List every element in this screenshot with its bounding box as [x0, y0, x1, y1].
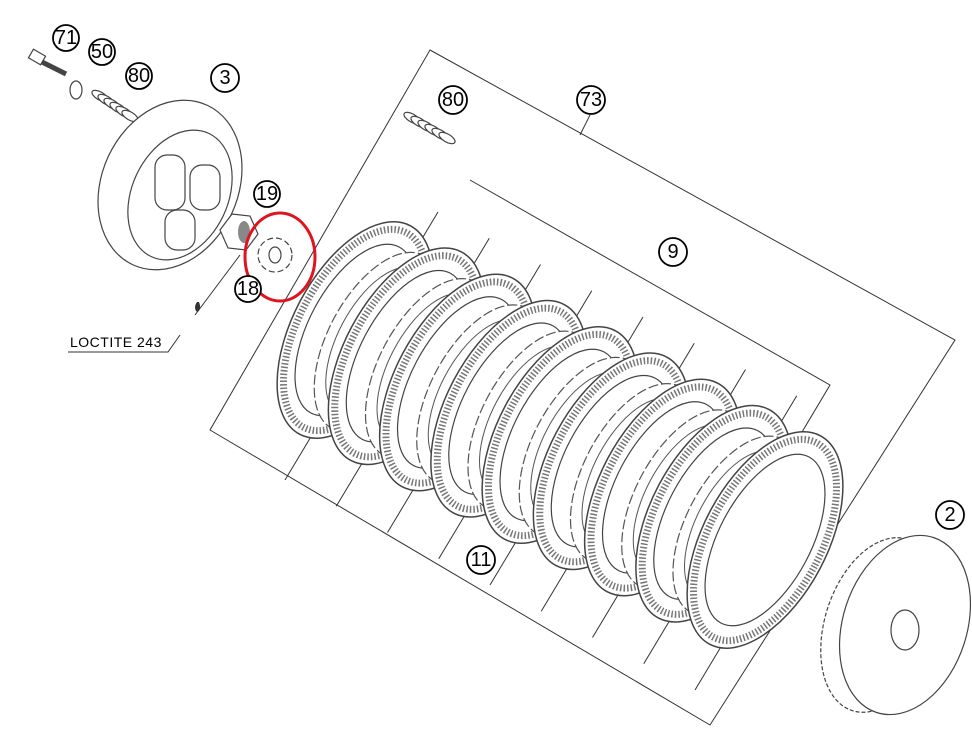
- spring-kit-part: [403, 111, 456, 145]
- svg-text:80: 80: [128, 65, 150, 87]
- callout-73: 73: [576, 85, 606, 115]
- callout-50: 50: [88, 38, 116, 66]
- washer-part: [69, 80, 83, 100]
- svg-text:50: 50: [91, 41, 113, 63]
- callout-2: 2: [935, 500, 965, 530]
- loctite-note: LOCTITE 243: [70, 334, 162, 350]
- callout-18: 18: [234, 275, 262, 303]
- callout-71: 71: [52, 24, 80, 52]
- pressure-plate-part: [97, 99, 243, 271]
- svg-text:18: 18: [237, 278, 259, 300]
- svg-text:73: 73: [580, 89, 602, 111]
- callout-19: 19: [253, 180, 281, 208]
- plate-kit-outline: [209, 49, 956, 726]
- svg-text:2: 2: [944, 504, 955, 526]
- svg-text:19: 19: [256, 183, 278, 205]
- svg-text:11: 11: [471, 549, 492, 571]
- leader-loctite: [68, 334, 181, 353]
- lock-washer-part: [257, 237, 293, 273]
- callout-11: 11: [466, 545, 496, 575]
- clutch-plates: [276, 221, 844, 649]
- svg-text:71: 71: [55, 27, 77, 49]
- callout-80-kit: 80: [438, 85, 468, 115]
- inner-hub-part: [820, 534, 972, 716]
- highlight-circle: [243, 211, 317, 303]
- loctite-drop: [195, 302, 201, 312]
- svg-text:80: 80: [442, 89, 464, 111]
- callout-9: 9: [658, 237, 688, 267]
- svg-text:9: 9: [667, 241, 678, 263]
- bolt-part: [27, 48, 68, 77]
- callout-3: 3: [210, 63, 240, 93]
- friction-plate: [686, 431, 844, 649]
- callout-80-left: 80: [125, 62, 153, 90]
- svg-text:3: 3: [219, 67, 230, 89]
- spring-left-part: [91, 89, 139, 123]
- leader-73: [579, 114, 591, 136]
